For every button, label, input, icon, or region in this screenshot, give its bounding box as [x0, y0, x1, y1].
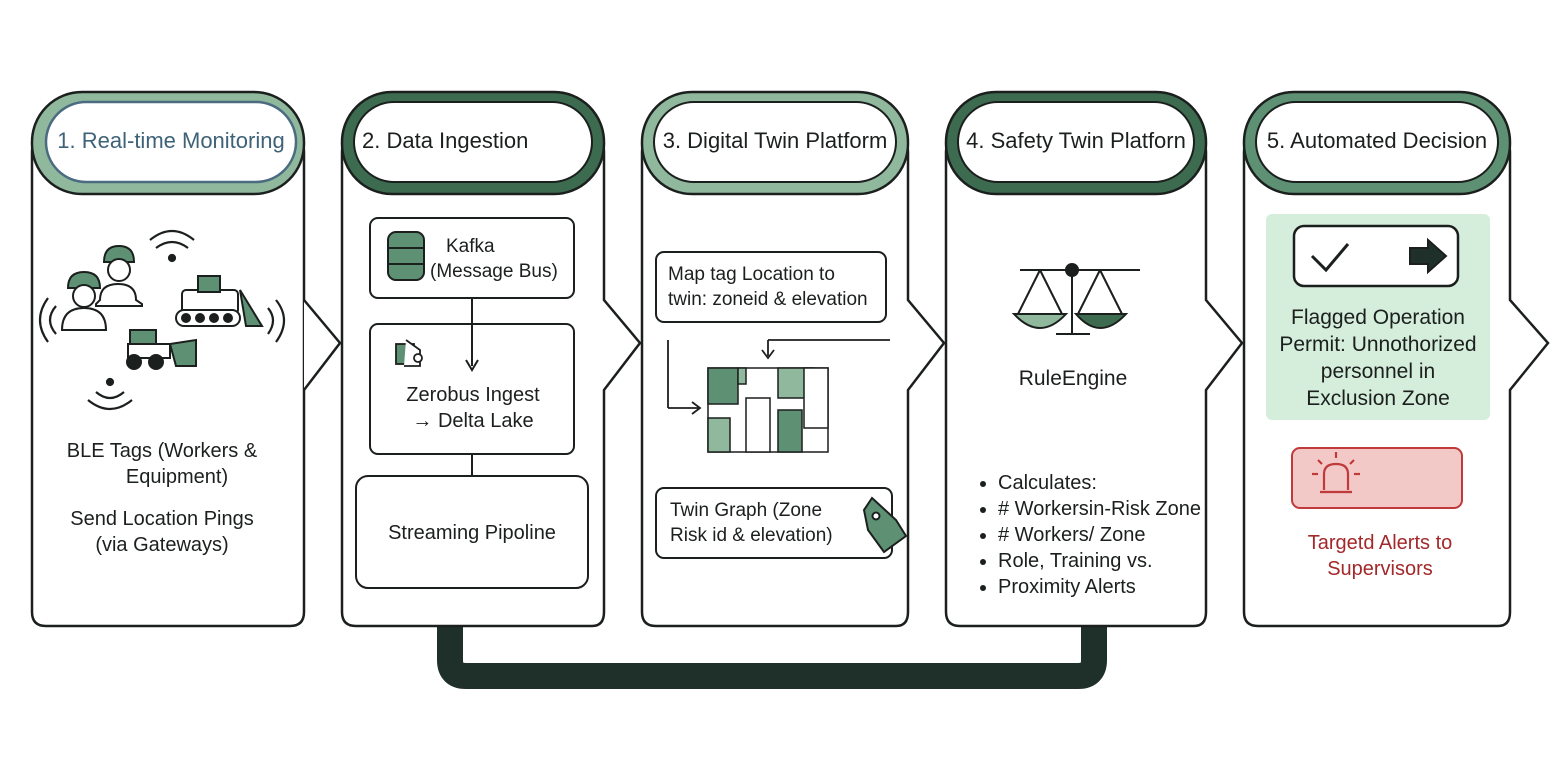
- bullet-item: # Workers/ Zone: [998, 522, 1234, 548]
- loader-icon: [126, 329, 197, 370]
- checkmark-icon: [1310, 243, 1350, 273]
- streaming-pipeline-box: [355, 475, 589, 589]
- targeted-alerts-label: Targetd Alerts to Supervisors: [1262, 530, 1498, 582]
- stage-3-title: 3. Digital Twin Platform: [662, 128, 888, 153]
- bullet-item: Calculates:: [998, 470, 1234, 496]
- map-tag-line-2: twin: zoneid & elevation: [668, 289, 868, 310]
- map-tag-line-1: Map tag Location to: [668, 264, 835, 285]
- flagged-line-2: Permit: Unnothorized: [1279, 333, 1477, 356]
- twin-graph-line-1: Twin Graph (Zone: [670, 500, 823, 521]
- feedback-loop-connector: [437, 620, 1107, 689]
- workers-icon: [60, 244, 143, 331]
- alert-box: [1291, 447, 1463, 509]
- safety-bullets: Calculates: # Workersin-Risk Zone # Work…: [968, 470, 1234, 600]
- siren-icon: [1312, 452, 1360, 494]
- kafka-line-1: Kafka: [446, 236, 495, 257]
- map-tag-label: Map tag Location to twin: zoneid & eleva…: [668, 262, 884, 312]
- flagged-line-4: Exclusion Zone: [1306, 387, 1450, 410]
- wireless-signal-icon: [38, 229, 286, 411]
- send-pings-line-1: Send Location Pings: [70, 508, 254, 530]
- alerts-line-1: Targetd Alerts to: [1307, 532, 1453, 554]
- twin-graph-label: Twin Graph (Zone Risk id & elevation): [670, 498, 870, 548]
- alerts-line-2: Supervisors: [1327, 558, 1433, 580]
- zerobus-label: Zerobus Ingest → Delta Lake: [380, 382, 566, 434]
- streaming-pipeline-label: Streaming Pipoline: [388, 522, 556, 544]
- kafka-label: Kafka (Message Bus): [430, 234, 570, 284]
- zerobus-line-1: Zerobus Ingest: [406, 384, 540, 406]
- twin-graph-line-2: Risk id & elevation): [670, 525, 833, 546]
- floorplan-connector: [667, 339, 890, 415]
- ble-tags-line-1: BLE Tags (Workers &: [66, 440, 258, 462]
- stage-1-title: 1. Real-time Monitoring: [57, 128, 285, 153]
- check-arrow-icon: [1292, 224, 1460, 288]
- ble-tags-line-2: Equipment): [125, 466, 229, 488]
- map-tag-box: [655, 251, 887, 323]
- ingest-icon: [395, 339, 423, 367]
- flagged-line-3: personnel in: [1320, 360, 1436, 383]
- kafka-line-2: (Message Bus): [430, 261, 558, 282]
- send-pings-line-2: (via Gateways): [95, 534, 229, 556]
- bullet-item: Proximity Alerts: [998, 574, 1234, 600]
- send-pings-text: Send Location Pings (via Gateways): [42, 506, 282, 558]
- flagged-line-1: Flagged Operation: [1291, 306, 1465, 329]
- flagged-permit-label: Flagged Operation Permit: Unnothorized p…: [1266, 304, 1490, 412]
- stage-5-title: 5. Automated Decision: [1266, 128, 1488, 153]
- bullet-item: Role, Training vs.: [998, 548, 1234, 574]
- floorplan-icon: [707, 367, 829, 453]
- arrow-right-icon: [1409, 237, 1448, 275]
- stage-4-panel: [944, 90, 1244, 628]
- bullet-item: # Workersin-Risk Zone: [998, 496, 1234, 522]
- stage-2-title: 2. Data Ingestion: [362, 128, 529, 153]
- scales-icon: [1011, 263, 1140, 335]
- bulldozer-icon: [175, 275, 264, 327]
- database-icon: [387, 231, 425, 281]
- zerobus-line-2: → Delta Lake: [412, 410, 534, 432]
- kafka-box: [369, 217, 575, 299]
- stage-4-title: 4. Safety Twin Platforn: [966, 128, 1186, 153]
- stage-1-panel: [30, 90, 342, 628]
- ble-tags-text: BLE Tags (Workers & Equipment): [42, 438, 282, 490]
- rule-engine-label: RuleEngine: [1018, 367, 1128, 390]
- tag-icon: [862, 496, 908, 554]
